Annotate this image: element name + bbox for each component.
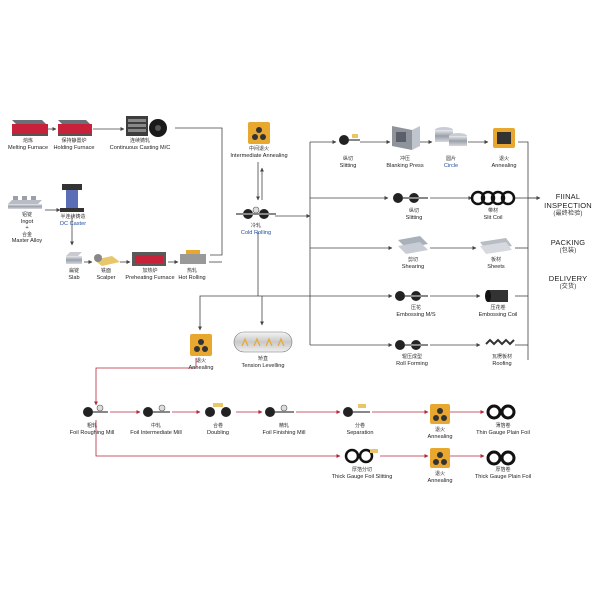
line-casting-to-hotroll	[175, 127, 223, 256]
thick-slitting-icon	[344, 448, 378, 464]
tension-levelling-icon	[233, 331, 293, 353]
continuous-casting-icon	[126, 116, 167, 137]
flow-lines	[45, 127, 541, 360]
annealing-1-icon	[493, 128, 515, 148]
hot-rolling-icon	[180, 250, 206, 264]
slit-coil-icon	[470, 190, 516, 206]
foil-flow-lines	[94, 358, 485, 458]
thin-foil-icon	[486, 404, 516, 420]
cold-rolling-icon	[236, 206, 276, 219]
slitting-2-icon	[393, 193, 428, 203]
dc-caster-icon	[60, 184, 84, 212]
intermediate-annealing-icon	[248, 122, 270, 144]
sheets-icon	[480, 238, 512, 254]
doubling-icon	[205, 403, 231, 417]
scalper-icon	[94, 254, 120, 266]
annealing-4-icon	[430, 448, 450, 468]
roofing-icon	[485, 338, 515, 346]
slab-icon	[66, 252, 82, 264]
circle-icon	[435, 127, 467, 146]
ingot-icon	[8, 196, 42, 209]
delivery-label: DELIVERY(交货)	[548, 274, 588, 290]
blanking-press-icon	[392, 126, 420, 150]
separation-icon	[343, 404, 370, 417]
roll-forming-icon	[395, 340, 428, 350]
foil-finishing-icon	[265, 404, 294, 417]
packing-label: PACKING(包装)	[550, 238, 586, 254]
melting-furnace-icon	[12, 120, 48, 136]
shearing-icon	[398, 236, 428, 254]
annealing-3-icon	[430, 404, 450, 424]
foil-intermediate-icon	[143, 404, 170, 417]
embossing-coil-icon	[485, 290, 508, 302]
foil-roughing-icon	[83, 404, 108, 417]
annealing-2-icon	[190, 334, 212, 356]
thick-foil-icon	[486, 450, 516, 466]
holding-furnace-icon	[58, 120, 92, 136]
preheating-furnace-icon	[132, 252, 166, 266]
slitting-1-icon	[339, 134, 360, 145]
embossing-icon	[395, 291, 428, 301]
